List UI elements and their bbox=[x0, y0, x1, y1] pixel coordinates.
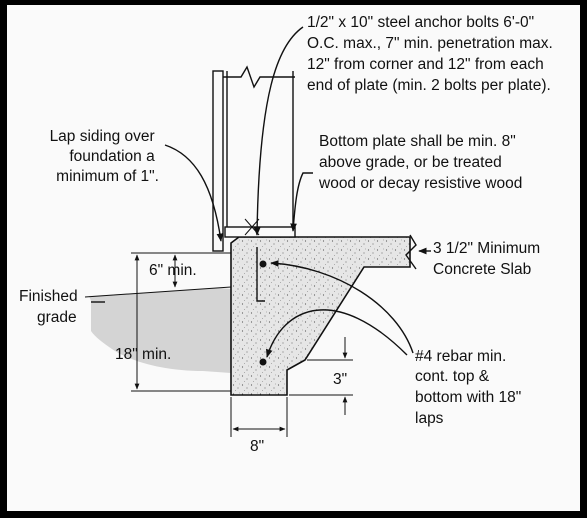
eight-in-label: 8" bbox=[250, 438, 264, 455]
anchor-bolts-note: 1/2" x 10" steel anchor bolts 6'-0" O.C.… bbox=[307, 14, 557, 94]
concrete-foundation bbox=[230, 236, 411, 396]
foundation-detail-diagram: 1/2" x 10" steel anchor bolts 6'-0" O.C.… bbox=[19, 14, 557, 455]
rebar-leader-top bbox=[270, 260, 414, 354]
three-in-label: 3" bbox=[333, 371, 347, 388]
finished-grade-note: Finished grade bbox=[19, 288, 82, 326]
rebar-leader-bottom bbox=[266, 309, 408, 358]
slab-note: 3 1/2" Minimum Concrete Slab bbox=[433, 240, 544, 278]
wall-sheathing bbox=[212, 70, 224, 252]
diagram-panel: 1/2" x 10" steel anchor bolts 6'-0" O.C.… bbox=[7, 5, 580, 511]
six-min-label: 6" min. bbox=[149, 262, 197, 279]
bottom-plate-note: Bottom plate shall be min. 8" above grad… bbox=[318, 133, 522, 192]
rebar-note: #4 rebar min. cont. top & bottom with 18… bbox=[415, 348, 526, 427]
slab-break-line bbox=[405, 234, 417, 270]
wall-break-line bbox=[223, 65, 295, 89]
rebar-top bbox=[259, 260, 267, 268]
lap-siding-note: Lap siding over foundation a minimum of … bbox=[50, 128, 159, 185]
rebar-bottom bbox=[259, 358, 267, 366]
grade-line bbox=[84, 286, 232, 298]
lap-siding-leader bbox=[164, 144, 224, 242]
anchor-bolt bbox=[256, 247, 265, 302]
eighteen-min-label: 18" min. bbox=[115, 346, 171, 363]
anchor-bolt-leader bbox=[253, 26, 304, 236]
finished-grade-soil bbox=[89, 288, 231, 373]
bottom-plate-leader bbox=[290, 172, 313, 232]
bottom-plate bbox=[224, 226, 296, 238]
